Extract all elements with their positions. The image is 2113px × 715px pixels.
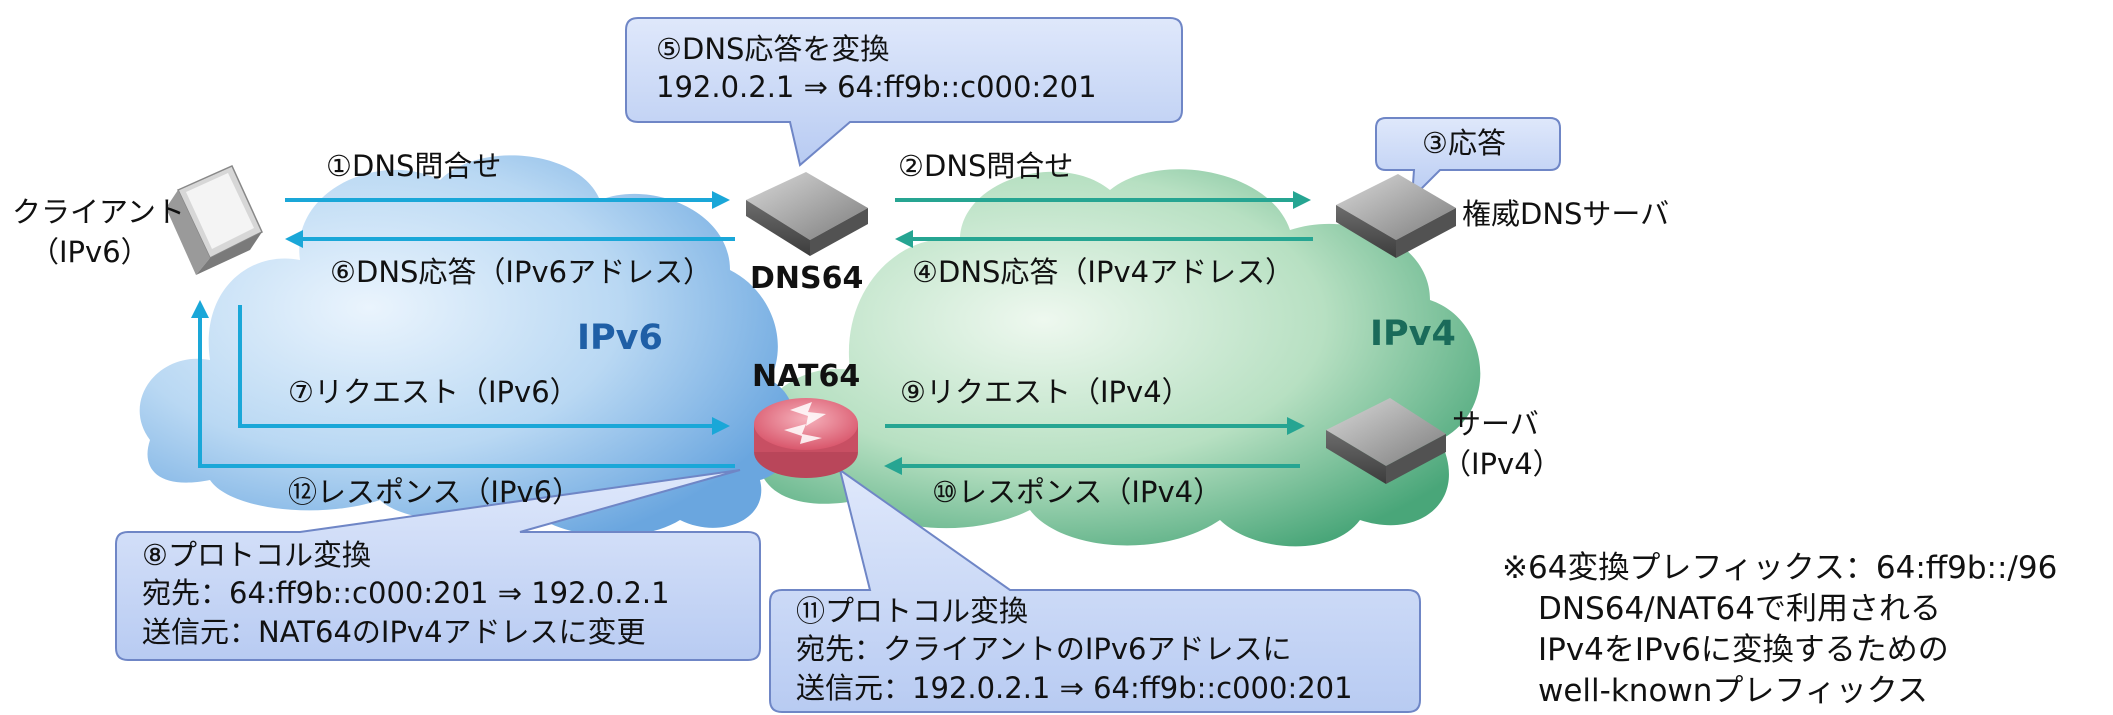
callout-8-title: ⑧プロトコル変換 [142,538,371,572]
arrowheads-ipv4 [884,191,1311,475]
callout-11-title: ⑪プロトコル変換 [796,594,1029,628]
step-1-label: ①DNS問合せ [326,149,502,183]
callout-3: ③応答 [1422,124,1506,162]
nat64-router-icon [754,398,858,478]
callout-8-src: 送信元：NAT64のIPv4アドレスに変更 [142,614,646,649]
ipv6-cloud-label: IPv6 [577,318,663,358]
callout-8-shape [115,469,761,661]
step-9-label: ⑨リクエスト（IPv4） [900,375,1191,409]
step-7-label: ⑦リクエスト（IPv6） [288,375,579,409]
authoritative-dns-server-icon [1336,174,1456,258]
callout-11: ⑪プロトコル変換 宛先：クライアントのIPv6アドレスに 送信元：192.0.2… [796,592,1353,707]
callout-8-dest: 宛先：64:ff9b::c000:201 ⇒ 192.0.2.1 [142,576,670,611]
arrows-ipv4 [885,198,1313,468]
step-10-label: ⑩レスポンス（IPv4） [932,475,1223,509]
prefix-note-line4: well-knownプレフィックス [1538,672,1928,709]
client-laptop-icon [166,165,263,275]
ipv4-cloud [752,169,1481,547]
server-label-line2: （IPv4） [1442,447,1562,481]
ipv4-server-icon [1326,398,1446,484]
nat64-label: NAT64 [752,359,861,394]
callout-3-title: ③応答 [1422,126,1506,160]
ipv4-cloud-label: IPv4 [1370,314,1456,354]
arrows-ipv6 [198,198,735,468]
dns64-label: DNS64 [750,261,864,296]
step-12-label: ⑫レスポンス（IPv6） [288,475,582,509]
prefix-note-line1: ※64変換プレフィックス：64:ff9b::/96 [1502,550,2058,586]
callout-11-src: 送信元：192.0.2.1 ⇒ 64:ff9b::c000:201 [796,670,1353,705]
step-6-label: ⑥DNS応答（IPv6アドレス） [330,255,713,289]
prefix-note-line3: IPv4をIPv6に変換するための [1538,631,1949,668]
ipv6-cloud [139,155,796,537]
step-2-label: ②DNS問合せ [898,149,1074,183]
callout-5: ⑤DNS応答を変換 192.0.2.1 ⇒ 64:ff9b::c000:201 [656,30,1097,107]
callout-5-shape [625,17,1183,167]
dns64-server-icon [746,172,868,256]
client-label-line1: クライアント [12,195,185,229]
authoritative-dns-label: 権威DNSサーバ [1462,197,1670,231]
prefix-note-line2: DNS64/NAT64で利用される [1538,590,1941,627]
step-4-label: ④DNS応答（IPv4アドレス） [912,255,1295,289]
callout-5-detail: 192.0.2.1 ⇒ 64:ff9b::c000:201 [656,70,1097,105]
client-label-line2: （IPv6） [30,235,150,269]
callout-5-title: ⑤DNS応答を変換 [656,32,890,66]
prefix-note: ※64変換プレフィックス：64:ff9b::/96 DNS64/NAT64で利用… [1502,548,2057,712]
callout-11-shape [769,467,1421,713]
callout-11-dest: 宛先：クライアントのIPv6アドレスに [796,632,1292,667]
callout-3-shape [1375,117,1561,201]
arrowheads-ipv6 [191,191,730,435]
callout-8: ⑧プロトコル変換 宛先：64:ff9b::c000:201 ⇒ 192.0.2.… [142,536,670,651]
server-label-line1: サーバ [1452,407,1539,441]
